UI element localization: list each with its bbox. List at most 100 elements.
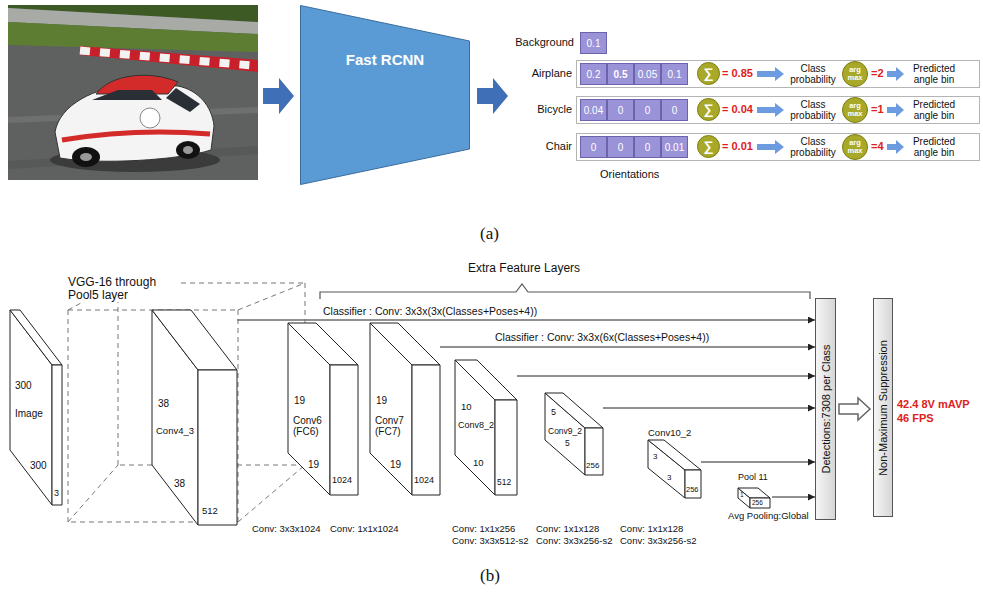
subfigure-caption: (b) bbox=[480, 566, 500, 586]
block-text: 38 bbox=[174, 478, 185, 490]
row-text: Predicted angle bin bbox=[906, 136, 962, 158]
score-cell: 0.05 bbox=[634, 63, 661, 85]
operator-text: ∑ bbox=[704, 102, 714, 117]
operator-circle bbox=[843, 62, 868, 87]
score-cell: 0 bbox=[634, 99, 661, 121]
extra-layers-brace bbox=[320, 284, 810, 299]
layer-block-shape bbox=[198, 370, 237, 525]
score-value: 0 bbox=[618, 105, 624, 116]
row-text: =4 bbox=[871, 140, 884, 153]
block-text: 5 bbox=[565, 439, 570, 449]
race-car-photo bbox=[183, 146, 193, 154]
connector-line bbox=[237, 320, 815, 321]
race-car-photo bbox=[8, 5, 258, 180]
layer-spec: Conv: 3x3x1024 bbox=[252, 524, 321, 535]
score-cell: 0.1 bbox=[580, 32, 607, 54]
layer-block-shape bbox=[288, 323, 358, 495]
race-car-photo bbox=[62, 132, 210, 140]
block-text: 38 bbox=[158, 398, 169, 410]
feature-map-block: Conv10_233256 bbox=[648, 428, 701, 498]
score-value: 0.5 bbox=[614, 69, 628, 80]
feature-map-block: 19Conv7 (FC7)191024 bbox=[370, 323, 440, 495]
block-text: 19 bbox=[308, 459, 319, 471]
operator-circle bbox=[698, 99, 720, 121]
block-text: 256 bbox=[752, 499, 763, 506]
operator-circle bbox=[698, 63, 720, 85]
score-cell: 0.2 bbox=[580, 63, 607, 85]
row-text: = 0.85 bbox=[722, 67, 753, 80]
class-row: Airplane= 0.85Class probability=2Predict… bbox=[524, 60, 982, 88]
layer-block-shape bbox=[10, 310, 52, 505]
small-block-arrow bbox=[887, 140, 904, 154]
block-text: Pool 11 bbox=[738, 472, 768, 482]
pooling-block: Pool 11 1 256 bbox=[738, 472, 772, 508]
layer-block-shape bbox=[495, 400, 517, 495]
score-value: 0 bbox=[591, 142, 597, 153]
row-name: Airplane bbox=[524, 67, 572, 80]
row-header: Background bbox=[500, 36, 574, 49]
layer-block-shape bbox=[370, 323, 440, 365]
layer-spec: Conv: 3x3x512-s2 bbox=[452, 536, 529, 547]
block-text: Conv7 (FC7) bbox=[375, 415, 409, 437]
sum-operator: ∑ bbox=[697, 135, 720, 158]
layer-block-shape bbox=[152, 310, 237, 370]
score-value: 0.05 bbox=[638, 69, 657, 80]
dashed-cube bbox=[238, 465, 305, 522]
block-text: 256 bbox=[586, 461, 599, 470]
small-block-arrow bbox=[887, 67, 904, 81]
block-text: 5 bbox=[551, 407, 556, 417]
block-title: Fast RCNN bbox=[300, 51, 470, 68]
feature-map-block: 19Conv6 (FC6)191024 bbox=[288, 323, 358, 495]
block-text: 512 bbox=[202, 506, 218, 517]
trapezoid-shape bbox=[301, 6, 470, 185]
race-car-photo bbox=[92, 90, 162, 100]
connector bbox=[839, 398, 870, 420]
connector-line bbox=[440, 347, 815, 348]
connector-line bbox=[603, 408, 815, 409]
row-name: Bicycle bbox=[524, 103, 572, 116]
edge-label: Classifier : Conv: 3x3x(3x(Classes+Poses… bbox=[323, 305, 537, 317]
region-heading: VGG-16 through Pool5 layer bbox=[68, 276, 178, 302]
feature-map-block: 10Conv8_210512 bbox=[455, 360, 517, 495]
operator-text: arg max bbox=[847, 66, 864, 82]
block-text: 3 bbox=[667, 473, 671, 482]
row-text: =1 bbox=[871, 103, 884, 116]
score-cell: 0.01 bbox=[661, 136, 688, 158]
score-cell: 0.1 bbox=[661, 63, 688, 85]
connector-line bbox=[772, 497, 815, 498]
layer-block-shape bbox=[370, 323, 440, 495]
dashed-cube bbox=[68, 465, 118, 522]
small-block-arrow bbox=[757, 140, 784, 154]
layer-spec: Avg Pooling:Global bbox=[728, 511, 809, 522]
connector bbox=[237, 320, 815, 321]
score-value: 0 bbox=[618, 142, 624, 153]
score-cell: 0 bbox=[607, 99, 634, 121]
block-text: Conv8_2 bbox=[458, 420, 494, 430]
row-text: Class probability bbox=[787, 63, 839, 85]
layer-spec: Conv: 3x3x256-s2 bbox=[620, 536, 697, 547]
row-text: Predicted angle bin bbox=[906, 63, 962, 85]
score-value: 0.1 bbox=[668, 69, 682, 80]
race-car-photo bbox=[8, 22, 258, 52]
race-car-photo bbox=[72, 147, 100, 167]
race-car-photo bbox=[80, 153, 92, 161]
argmax-operator: arg max bbox=[842, 61, 868, 87]
race-car-photo bbox=[80, 46, 258, 72]
connector-line bbox=[701, 462, 815, 463]
block-text: Conv6 (FC6) bbox=[293, 415, 327, 437]
subfigure-caption: (a) bbox=[480, 224, 499, 244]
sum-operator: ∑ bbox=[697, 62, 720, 85]
layer-block-shape bbox=[330, 365, 358, 495]
score-value: 0.2 bbox=[587, 69, 601, 80]
race-car-photo bbox=[166, 88, 200, 112]
block-text: 300 bbox=[30, 460, 47, 472]
layer-block-shape bbox=[750, 498, 770, 508]
layer-block-shape bbox=[648, 440, 701, 470]
layer-block-shape bbox=[585, 428, 603, 475]
operator-circle bbox=[843, 135, 868, 160]
block-text: 1 bbox=[740, 491, 744, 498]
layer-spec: Conv: 3x3x256-s2 bbox=[536, 536, 613, 547]
race-car-photo bbox=[80, 51, 258, 67]
axis-label: Orientations bbox=[600, 168, 659, 181]
